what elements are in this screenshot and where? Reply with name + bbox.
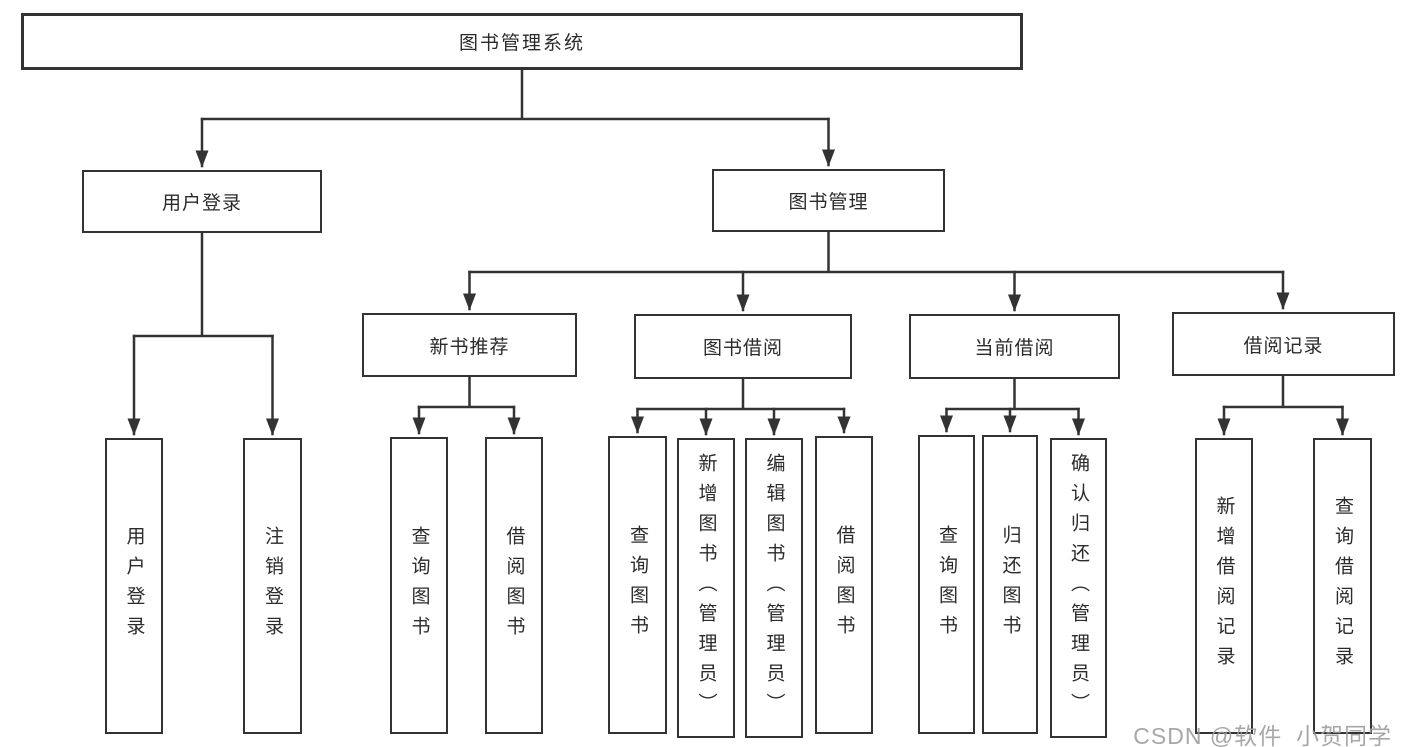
leaf-cb-query-books-label: 查询图书 — [936, 524, 957, 645]
rail-borrowing-records — [1222, 374, 1344, 409]
leaf-cb-confirm-return-admin: 确认归还（管理员） — [1050, 438, 1107, 738]
leaf-bb-edit-books-admin: 编辑图书（管理员） — [745, 438, 803, 738]
leaf-nbr-borrow-books: 借阅图书 — [485, 437, 543, 734]
node-book-management-label: 图书管理 — [788, 192, 869, 213]
leaf-bb-edit-books-admin-label: 编辑图书（管理员） — [763, 453, 785, 723]
leaf-br-add-record: 新增借阅记录 — [1195, 438, 1253, 734]
node-new-book-recommend-label: 新书推荐 — [429, 336, 510, 358]
rail-current-borrowing — [945, 377, 1080, 411]
rail-root — [200, 68, 830, 121]
leaf-nbr-query-books: 查询图书 — [390, 437, 448, 734]
rail-book-borrowing — [636, 377, 846, 411]
leaf-nbr-query-books-label: 查询图书 — [408, 525, 430, 646]
leaf-user-login: 用户登录 — [105, 438, 163, 734]
leaf-user-login-label: 用户登录 — [123, 526, 145, 646]
node-current-borrowing: 当前借阅 — [909, 314, 1120, 379]
leaf-cb-return-books: 归还图书 — [982, 435, 1038, 734]
rail-book-management — [468, 230, 1285, 274]
node-borrowing-records: 借阅记录 — [1172, 312, 1395, 376]
node-user-login: 用户登录 — [82, 170, 322, 233]
node-current-borrowing-label: 当前借阅 — [974, 338, 1055, 359]
rail-new-book-recommend — [417, 375, 516, 409]
leaf-cb-query-books: 查询图书 — [918, 435, 975, 734]
rail-user-login — [132, 231, 274, 338]
leaf-bb-query-books-label: 查询图书 — [627, 525, 648, 645]
node-user-login-label: 用户登录 — [161, 193, 242, 214]
node-borrowing-records-label: 借阅记录 — [1243, 335, 1324, 357]
node-book-borrowing: 图书借阅 — [634, 314, 852, 379]
leaf-bb-borrow-books: 借阅图书 — [815, 436, 873, 734]
leaf-nbr-borrow-books-label: 借阅图书 — [503, 525, 525, 646]
leaf-logout: 注销登录 — [243, 438, 302, 734]
node-root: 图书管理系统 — [21, 13, 1023, 70]
node-new-book-recommend: 新书推荐 — [362, 313, 577, 377]
node-book-borrowing-label: 图书借阅 — [702, 338, 783, 359]
leaf-bb-add-books-admin-label: 新增图书（管理员） — [695, 453, 717, 723]
leaf-br-add-record-label: 新增借阅记录 — [1213, 496, 1235, 676]
leaf-bb-borrow-books-label: 借阅图书 — [833, 525, 855, 645]
leaf-cb-return-books-label: 归还图书 — [999, 524, 1021, 645]
node-book-management: 图书管理 — [712, 169, 945, 232]
leaf-bb-query-books: 查询图书 — [608, 436, 667, 734]
node-root-label: 图书管理系统 — [458, 33, 585, 54]
leaf-logout-label: 注销登录 — [262, 526, 283, 646]
leaf-br-query-record-label: 查询借阅记录 — [1332, 496, 1353, 676]
leaf-cb-confirm-return-admin-label: 确认归还（管理员） — [1068, 453, 1089, 723]
leaf-bb-add-books-admin: 新增图书（管理员） — [677, 438, 735, 738]
leaf-br-query-record: 查询借阅记录 — [1313, 438, 1372, 734]
